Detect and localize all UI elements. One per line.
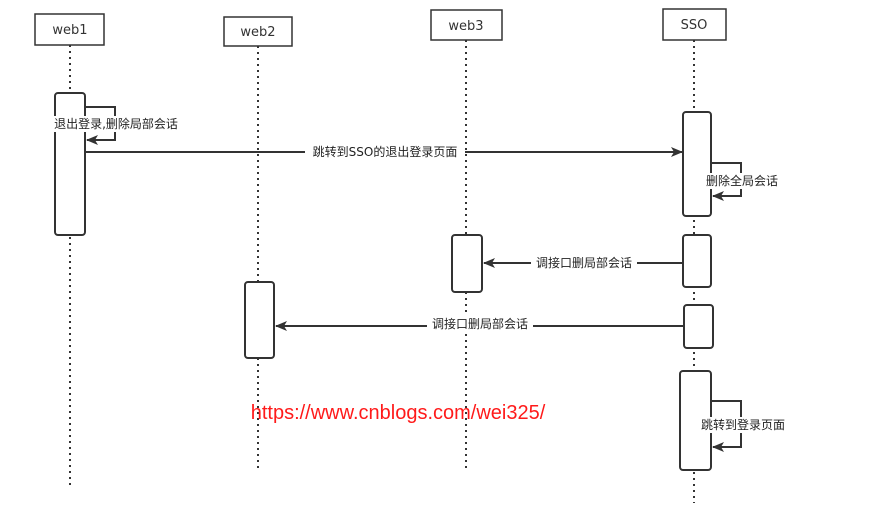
message-label: 调接口删局部会话 bbox=[536, 255, 632, 270]
message-sso-to-web2: 调接口删局部会话 bbox=[275, 316, 684, 332]
message-web1-self: 退出登录,删除局部会话 bbox=[50, 106, 182, 145]
participant-web2[interactable]: web2 bbox=[223, 16, 293, 47]
participant-label: SSO bbox=[681, 18, 708, 33]
activation-sso-1 bbox=[682, 111, 712, 217]
activation-web2 bbox=[244, 281, 275, 359]
activation-sso-2 bbox=[682, 234, 712, 288]
activation-web3 bbox=[451, 234, 483, 293]
activation-web1 bbox=[54, 92, 86, 236]
participant-label: web3 bbox=[448, 19, 483, 34]
participant-sso[interactable]: SSO bbox=[662, 8, 727, 41]
message-sso-to-web3: 调接口删局部会话 bbox=[483, 255, 683, 271]
participant-web3[interactable]: web3 bbox=[430, 9, 503, 41]
watermark-url: https://www.cnblogs.com/wei325/ bbox=[251, 402, 546, 424]
participant-web1[interactable]: web1 bbox=[34, 13, 105, 46]
message-label: 退出登录,删除局部会话 bbox=[54, 116, 178, 131]
message-label: 跳转到SSO的退出登录页面 bbox=[313, 144, 458, 159]
participant-label: web1 bbox=[52, 23, 87, 38]
message-sso-self-2: 跳转到登录页面 bbox=[696, 400, 790, 452]
message-label: 跳转到登录页面 bbox=[701, 417, 785, 432]
message-label: 删除全局会话 bbox=[706, 173, 778, 188]
participant-label: web2 bbox=[240, 25, 275, 40]
message-sso-self-1: 删除全局会话 bbox=[703, 162, 783, 201]
message-label: 调接口删局部会话 bbox=[432, 316, 528, 331]
message-web1-to-sso: 跳转到SSO的退出登录页面 bbox=[85, 144, 683, 160]
activation-sso-3 bbox=[683, 304, 714, 349]
